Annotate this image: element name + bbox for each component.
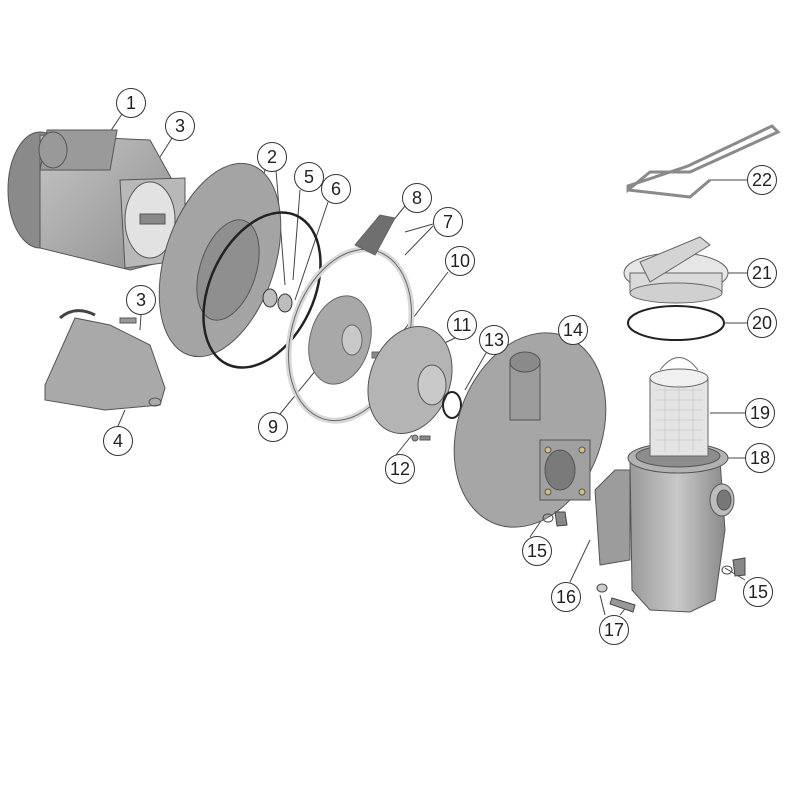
drain-plug-left xyxy=(542,511,568,527)
callout-20: 20 xyxy=(747,308,777,338)
callout-15-left: 15 xyxy=(522,536,552,566)
strainer-housing xyxy=(594,442,735,613)
callout-11: 11 xyxy=(447,310,477,340)
callout-3: 3 xyxy=(165,111,195,141)
callout-16: 16 xyxy=(551,582,581,612)
callout-10: 10 xyxy=(445,246,475,276)
callout-22: 22 xyxy=(747,165,777,195)
bolt-washer xyxy=(596,583,636,613)
callout-9: 9 xyxy=(258,412,288,442)
callout-8: 8 xyxy=(402,183,432,213)
callout-18: 18 xyxy=(745,443,775,473)
lid-wrench xyxy=(626,124,781,199)
diffuser xyxy=(367,326,462,442)
strainer-basket xyxy=(649,357,709,457)
callout-13: 13 xyxy=(479,325,509,355)
motor-foot xyxy=(44,309,166,411)
lid-o-ring xyxy=(627,305,725,341)
callout-5: 5 xyxy=(294,162,324,192)
callout-7: 7 xyxy=(433,207,463,237)
o-ring-large xyxy=(202,211,322,369)
callout-12: 12 xyxy=(385,454,415,484)
callout-14: 14 xyxy=(558,315,588,345)
callout-1: 1 xyxy=(116,88,146,118)
callout-6: 6 xyxy=(321,174,351,204)
callout-3-foot: 3 xyxy=(126,285,156,315)
callout-19: 19 xyxy=(745,398,775,428)
mechanical-seal xyxy=(262,288,293,313)
callout-15-right: 15 xyxy=(743,577,773,607)
callout-4: 4 xyxy=(103,426,133,456)
callout-2: 2 xyxy=(257,142,287,172)
callout-21: 21 xyxy=(747,258,777,288)
callout-17: 17 xyxy=(599,615,629,645)
strainer-lid xyxy=(623,236,729,304)
motor xyxy=(7,129,186,271)
drain-plug-right xyxy=(721,557,746,577)
